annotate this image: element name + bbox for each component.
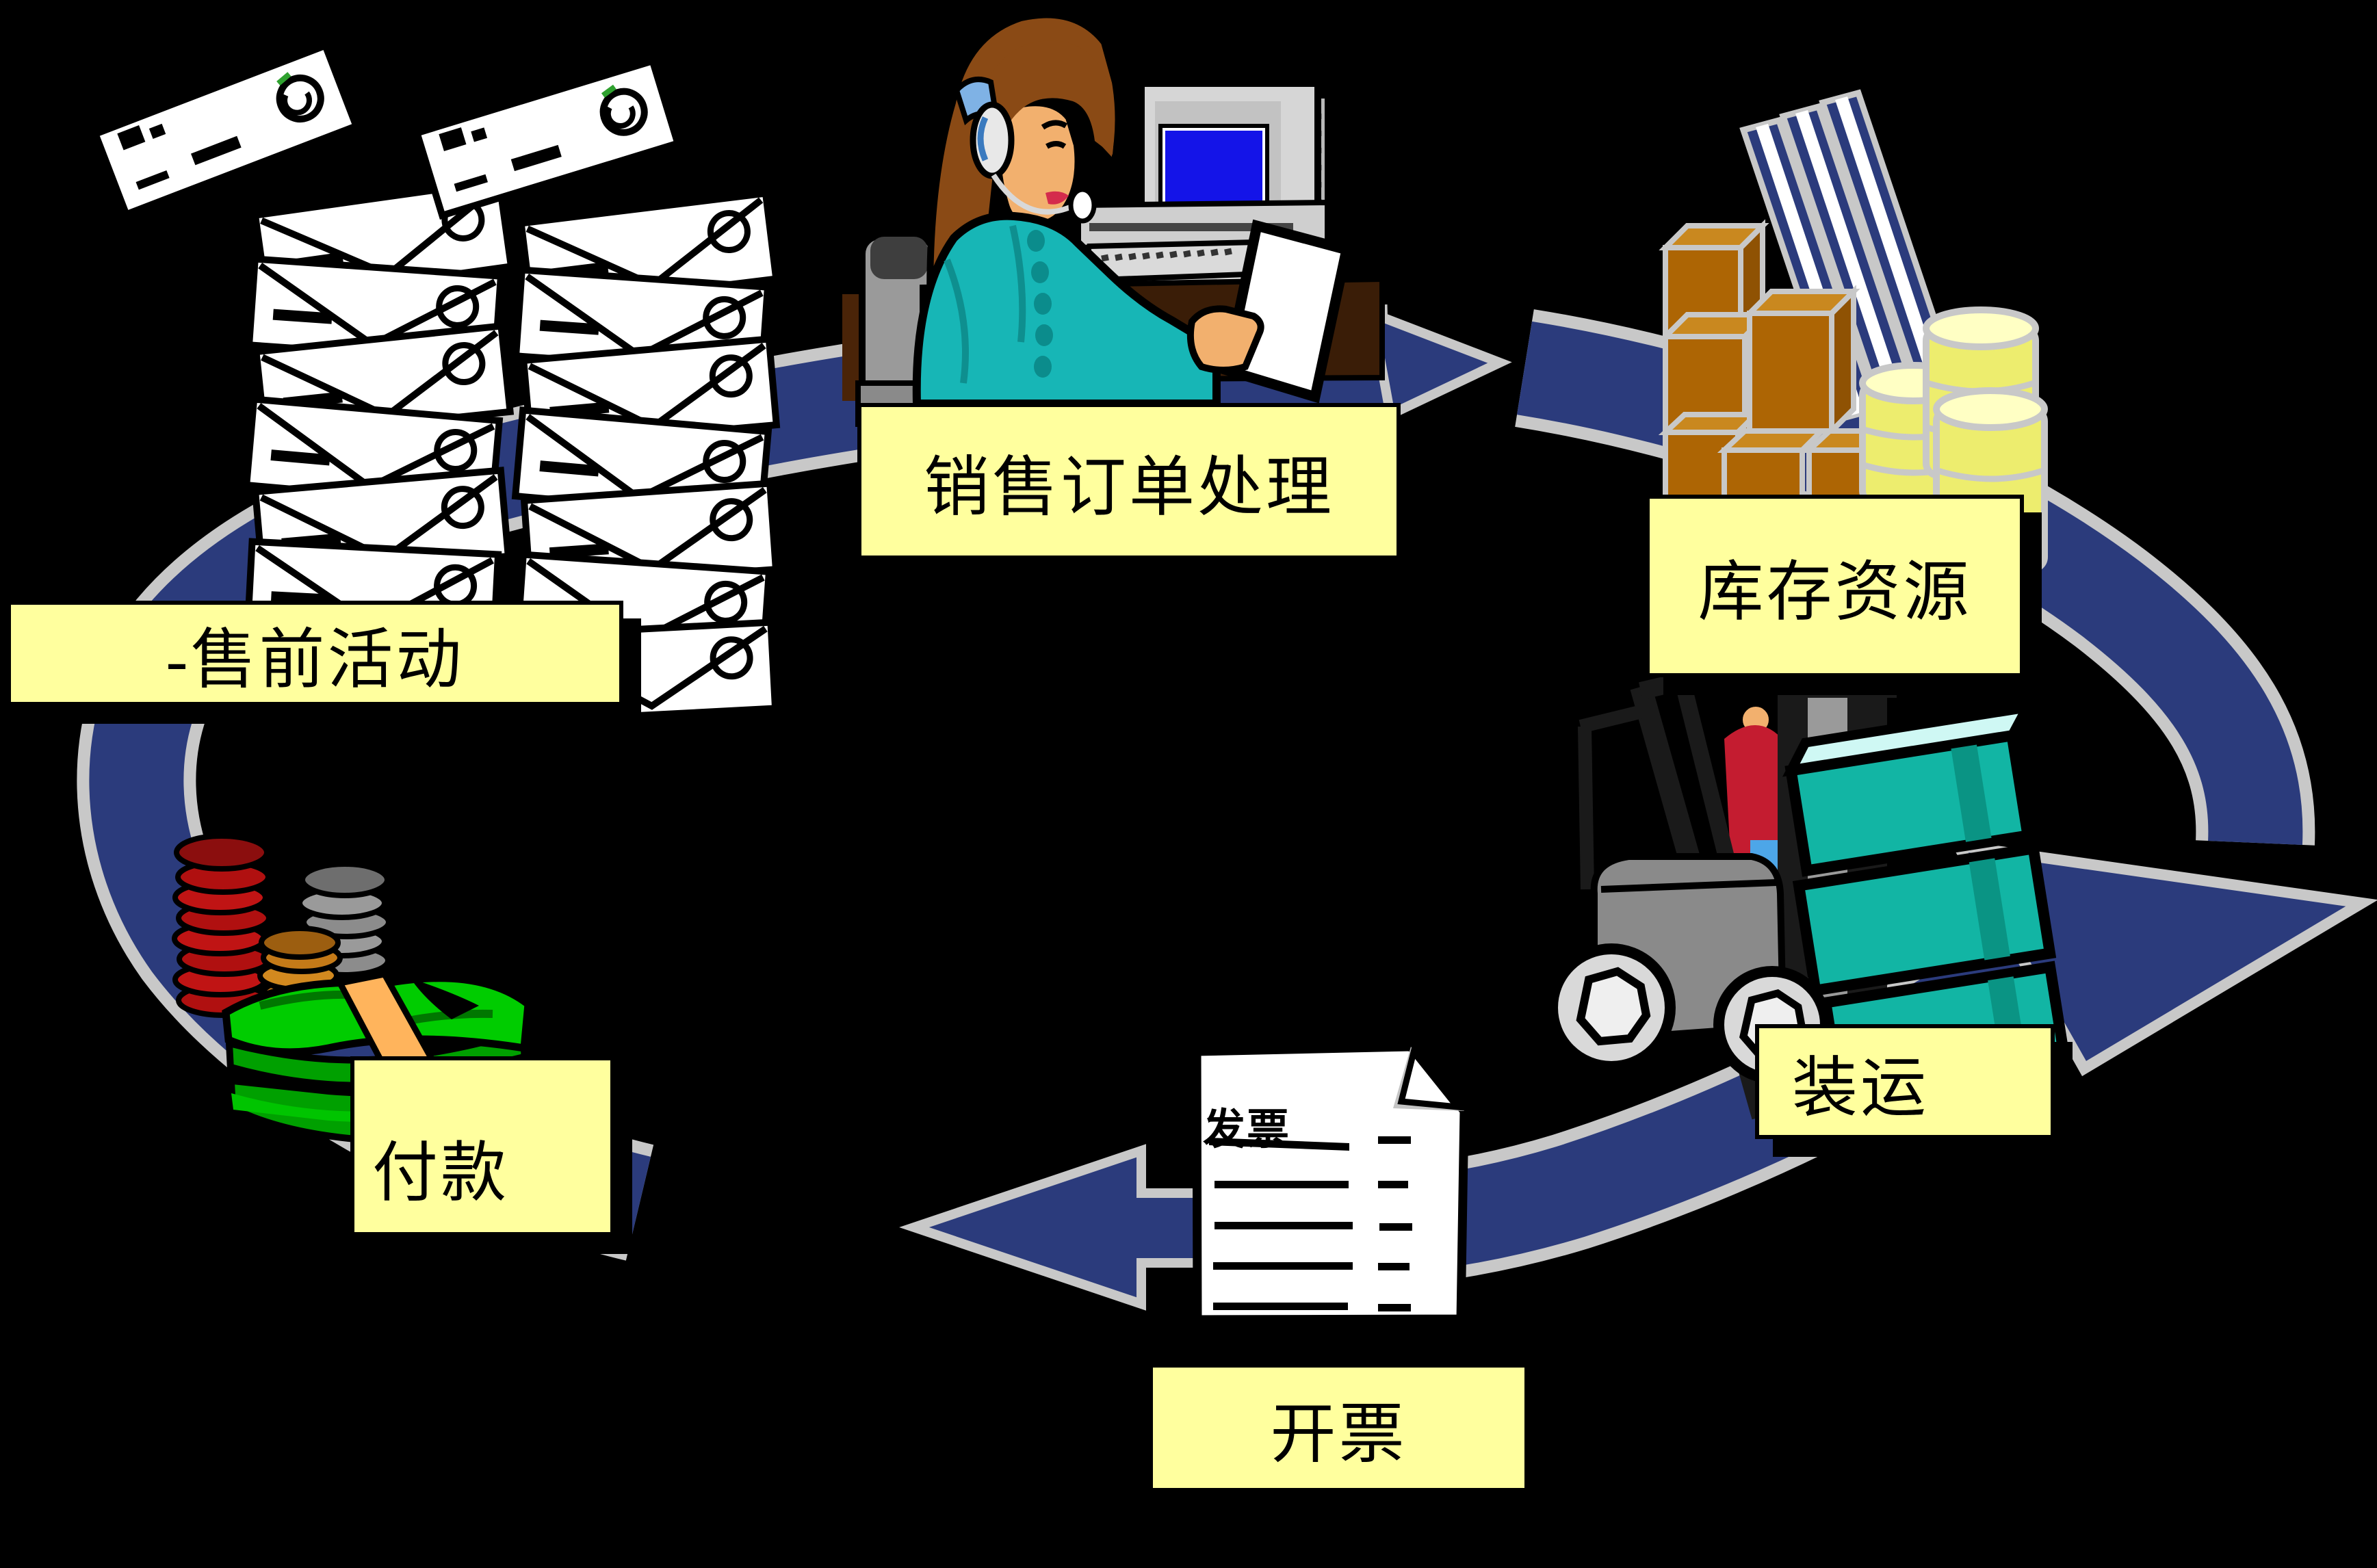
label-inventory: 库存资源 [1646, 495, 2024, 677]
label-presales-text: -售前活动 [166, 623, 465, 696]
invoice-document-icon [1192, 1042, 1469, 1324]
label-inventory-text: 库存资源 [1698, 556, 1972, 629]
label-payment: 付款 [350, 1056, 614, 1236]
label-shipping: 装运 [1755, 1024, 2055, 1139]
invoice-lines [1209, 1136, 1412, 1311]
label-payment-text: 付款 [372, 1136, 509, 1210]
label-shipping-text: 装运 [1792, 1051, 1929, 1125]
label-invoicing-text: 开票 [1270, 1397, 1407, 1471]
label-invoicing: 开票 [1149, 1363, 1529, 1492]
invoice-title: 发票 [1203, 1107, 1291, 1153]
money-icon [172, 833, 532, 1146]
label-presales: -售前活动 [7, 601, 623, 706]
coin-stack-red-icon [172, 833, 272, 1018]
label-sales-order-text: 销售订单处理 [924, 451, 1334, 524]
agent-at-computer-icon [842, 11, 1385, 427]
label-sales-order: 销售订单处理 [857, 403, 1401, 560]
